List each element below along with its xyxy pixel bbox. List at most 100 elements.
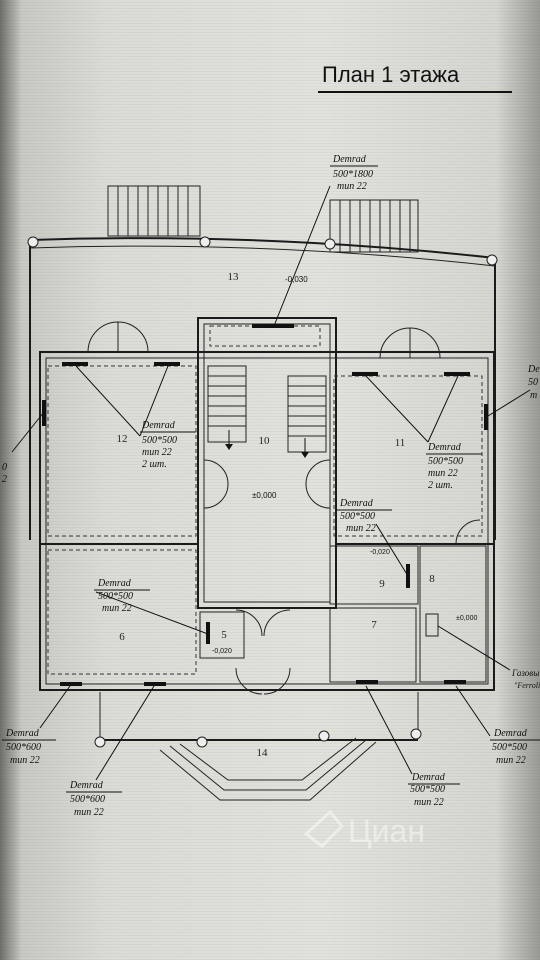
svg-text:Demrad: Demrad (97, 578, 132, 589)
terrace-railing-top (29, 237, 496, 259)
front-steps (159, 741, 377, 801)
svg-text:500*1800: 500*1800 (333, 169, 373, 180)
plan-title: План 1 этажа (322, 62, 460, 87)
room-number-14: 14 (257, 747, 269, 759)
svg-text:Demrad: Demrad (5, 728, 40, 739)
room-number-6: 6 (119, 631, 125, 643)
hall-walls (197, 317, 337, 609)
svg-text:De: De (527, 364, 540, 375)
door-arc (305, 459, 331, 485)
terrace-post (199, 236, 211, 248)
svg-text:т: т (530, 390, 537, 401)
room-number-12: 12 (117, 433, 128, 445)
watermark-logo: Циан (303, 809, 425, 849)
stair-left-top (107, 185, 201, 237)
svg-text:тип 22: тип 22 (74, 807, 104, 818)
label-radiator-left-partial: 0 2 (2, 462, 7, 485)
label-radiator-bottom-mid: Demrad 500*500 тип 22 (408, 772, 460, 808)
level-mark-vestibule: -0,020 (212, 648, 232, 655)
level-mark-terrace: -0,030 (285, 275, 308, 284)
label-radiator-room6: Demrad 500*500 тип 22 (94, 578, 150, 614)
svg-text:0: 0 (2, 462, 7, 473)
svg-text:2: 2 (2, 474, 7, 485)
svg-text:Циан: Циан (348, 813, 425, 849)
svg-text:500*500: 500*500 (142, 435, 177, 446)
radiator (60, 682, 82, 686)
label-radiator-mid: Demrad 500*500 тип 22 (336, 498, 392, 534)
svg-text:тип 22: тип 22 (428, 468, 458, 479)
svg-text:тип 22: тип 22 (496, 755, 526, 766)
door-arc (379, 327, 411, 359)
gas-boiler (425, 613, 439, 637)
room-5-walls (199, 611, 245, 659)
svg-text:Demrad: Demrad (493, 728, 528, 739)
svg-text:50: 50 (528, 377, 538, 388)
svg-text:Demrad: Demrad (332, 154, 367, 165)
label-radiator-right-partial: De 50 т (527, 364, 540, 401)
room-number-7: 7 (371, 619, 377, 631)
room-12-outline (47, 365, 197, 537)
door-arc (235, 609, 263, 637)
room-number-13: 13 (228, 271, 240, 283)
svg-text:Demrad: Demrad (141, 420, 176, 431)
svg-text:500*600: 500*600 (6, 742, 41, 753)
room-number-5: 5 (221, 629, 227, 641)
door-arc (455, 519, 481, 545)
svg-text:тип 22: тип 22 (414, 797, 444, 808)
radiator (206, 622, 210, 644)
svg-text:"Ferroli": "Ferroli" (514, 681, 540, 690)
terrace-post (27, 236, 39, 248)
room-number-8: 8 (429, 573, 435, 585)
radiator (444, 372, 470, 376)
svg-text:тип 22: тип 22 (337, 181, 367, 192)
room-11-outline (333, 375, 483, 537)
svg-text:Demrad: Demrad (339, 498, 374, 509)
svg-text:Газовы: Газовы (511, 668, 539, 678)
svg-text:500*500: 500*500 (492, 742, 527, 753)
svg-text:500*500: 500*500 (410, 784, 445, 795)
label-radiator-room11: Demrad 500*500 тип 22 2 шт. (426, 442, 482, 491)
level-mark-hall: ±0,000 (252, 491, 277, 500)
svg-text:тип 22: тип 22 (102, 603, 132, 614)
interior-stair (207, 365, 327, 458)
svg-text:тип 22: тип 22 (142, 447, 172, 458)
radiator (352, 372, 378, 376)
svg-text:500*500: 500*500 (428, 456, 463, 467)
svg-text:500*600: 500*600 (70, 794, 105, 805)
room-6-outline (47, 549, 197, 675)
svg-text:2 шт.: 2 шт. (142, 459, 167, 470)
radiator (144, 682, 166, 686)
level-mark-bath: -0,020 (370, 549, 390, 556)
room-number-10: 10 (259, 435, 271, 447)
radiator (444, 680, 466, 684)
svg-text:2 шт.: 2 шт. (428, 480, 453, 491)
svg-text:Demrad: Demrad (69, 780, 104, 791)
radiator (62, 362, 88, 366)
terrace-post (324, 238, 336, 250)
label-radiator-top: Demrad 500*1800 тип 22 (330, 154, 378, 192)
radiator (484, 404, 488, 430)
door-arc (87, 321, 119, 353)
room-9-walls (329, 545, 419, 605)
radiator (356, 680, 378, 684)
svg-text:тип 22: тип 22 (346, 523, 376, 534)
stair-right-top (329, 199, 419, 253)
radiator (42, 400, 46, 426)
terrace-post (486, 254, 498, 266)
label-radiator-room12: Demrad 500*500 тип 22 2 шт. (140, 420, 196, 470)
label-gas-boiler: Газовы "Ferroli" (511, 668, 540, 690)
label-radiator-bottom-right: Demrad 500*500 тип 22 (490, 728, 540, 766)
radiator (154, 362, 180, 366)
exterior-wall (39, 351, 495, 691)
svg-text:тип 22: тип 22 (10, 755, 40, 766)
room-number-9: 9 (379, 578, 385, 590)
radiator-top (252, 324, 294, 328)
label-radiator-bottom-left2: Demrad 500*600 тип 22 (66, 780, 122, 818)
svg-text:500*500: 500*500 (98, 591, 133, 602)
room-number-11: 11 (395, 437, 406, 449)
svg-text:500*500: 500*500 (340, 511, 375, 522)
door-arc (203, 459, 229, 485)
svg-text:Demrad: Demrad (427, 442, 462, 453)
door-arc (235, 667, 263, 695)
